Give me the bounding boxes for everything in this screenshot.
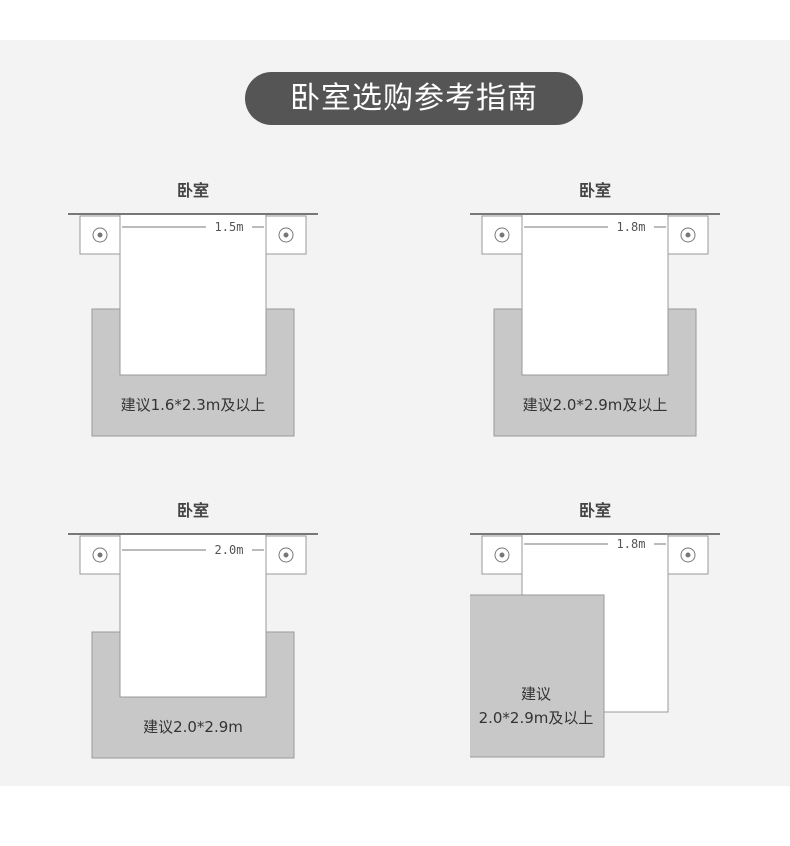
lamp-icon bbox=[680, 227, 696, 243]
lamp-icon bbox=[97, 232, 103, 238]
lamp-icon bbox=[97, 552, 103, 558]
diagram-1: 卧室 1.5m 建议1.6*2.3m及以上 bbox=[68, 177, 318, 477]
room-label: 卧室 bbox=[176, 181, 209, 200]
lamp-icon bbox=[283, 232, 289, 238]
diagram-4: 卧室 1.8m 建议 2.0*2.9m及以上 bbox=[470, 497, 720, 797]
nightstand-left bbox=[79, 535, 121, 575]
lamp-icon bbox=[278, 227, 294, 243]
lamp-icon bbox=[685, 232, 691, 238]
lamp-icon bbox=[499, 232, 505, 238]
bed-width-label: 2.0m bbox=[215, 543, 244, 557]
bed-width-label: 1.8m bbox=[617, 220, 646, 234]
lamp-icon bbox=[283, 552, 289, 558]
lamp-icon bbox=[494, 547, 510, 563]
room-label: 卧室 bbox=[176, 501, 209, 520]
rug-size-label: 建议2.0*2.9m及以上 bbox=[523, 396, 668, 414]
rug-shape bbox=[470, 594, 605, 758]
rug-size-label: 建议1.6*2.3m及以上 bbox=[121, 396, 266, 414]
diagram-2: 卧室 1.8m 建议2.0*2.9m及以上 bbox=[470, 177, 720, 477]
lamp-icon bbox=[680, 547, 696, 563]
bed-width-label: 1.5m bbox=[215, 220, 244, 234]
bed-rug-diagram: 1.8m 建议2.0*2.9m及以上 bbox=[470, 213, 720, 437]
diagram-3: 卧室 2.0m 建议2.0*2.9m bbox=[68, 497, 318, 797]
lamp-icon bbox=[92, 227, 108, 243]
bed-rug-diagram: 1.5m 建议1.6*2.3m及以上 bbox=[68, 213, 318, 437]
bed-outline bbox=[521, 213, 669, 376]
bed-rug-diagram: 1.8m 建议 2.0*2.9m及以上 bbox=[470, 533, 720, 758]
lamp-icon bbox=[494, 227, 510, 243]
lamp-icon bbox=[685, 552, 691, 558]
bed-rug-diagram: 2.0m 建议2.0*2.9m bbox=[68, 533, 318, 759]
bed-width-label: 1.8m bbox=[617, 537, 646, 551]
rug-size-label: 建议 bbox=[521, 685, 551, 703]
rug-size-label: 2.0*2.9m及以上 bbox=[479, 709, 594, 727]
page-title: 卧室选购参考指南 bbox=[245, 72, 583, 125]
bed-outline bbox=[119, 213, 267, 376]
lamp-icon bbox=[499, 552, 505, 558]
room-label: 卧室 bbox=[578, 501, 611, 520]
rug-size-label: 建议2.0*2.9m bbox=[143, 718, 243, 736]
lamp-icon bbox=[92, 547, 108, 563]
lamp-icon bbox=[278, 547, 294, 563]
bed-outline bbox=[119, 533, 267, 698]
room-label: 卧室 bbox=[578, 181, 611, 200]
